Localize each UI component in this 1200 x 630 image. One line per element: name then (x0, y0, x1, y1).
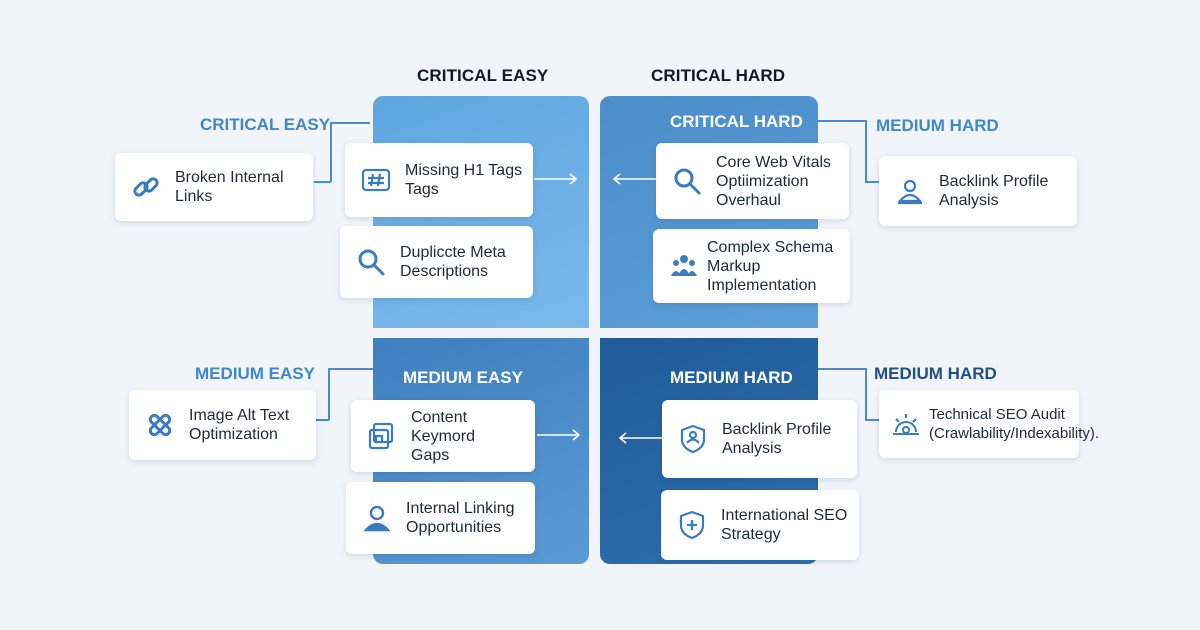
profile-icon (893, 174, 927, 208)
card-text: Backlink Profile Analysis (939, 173, 1049, 209)
card-text: Missing H1 Tags Tags (405, 162, 523, 198)
card-text: Internal Linking Opportunities (406, 500, 515, 536)
card-missing-h1-tags[interactable]: Missing H1 Tags Tags (345, 143, 533, 217)
connector-line (330, 122, 370, 124)
connector-line (316, 419, 329, 421)
user-icon (360, 501, 394, 535)
card-text: Complex Schema Markup Implementation (707, 238, 834, 294)
left-arrow-icon (618, 432, 662, 444)
people-icon (667, 249, 701, 283)
card-core-web-vitals[interactable]: Core Web Vitals Optiimization Overhaul (656, 143, 849, 219)
connector-line (330, 122, 332, 182)
cross-link-icon (143, 408, 177, 442)
card-broken-internal-links[interactable]: Broken Internal Links (115, 153, 313, 221)
connector-line (818, 368, 866, 370)
card-text: Broken Internal Links (175, 169, 284, 205)
connector-line (314, 181, 331, 183)
card-image-alt-text[interactable]: Image Alt Text Optimization (129, 390, 316, 460)
card-text: Content Keymord Gaps (411, 408, 476, 464)
card-text: Technical SEO Audit (Crawlability/Indexa… (929, 406, 1100, 442)
card-text: Core Web Vitals Optiimization Overhaul (716, 153, 832, 209)
card-international-seo[interactable]: International SEO Strategy (661, 490, 859, 560)
connector-line (865, 419, 880, 421)
card-technical-seo-audit[interactable]: Technical SEO Audit (Crawlability/Indexa… (879, 390, 1099, 458)
hashtag-icon (359, 163, 393, 197)
right-arrow-icon (537, 429, 581, 441)
side-title-critical-easy: CRITICAL EASY (200, 115, 331, 134)
card-text: Backlink Profile Analysis (722, 421, 832, 457)
shield-icon (676, 422, 710, 456)
side-title-medium-easy: MEDIUM EASY (195, 364, 315, 383)
keyword-icon (365, 419, 399, 453)
card-text: Dupliccte Meta Descriptions (400, 244, 506, 280)
connector-line (818, 120, 866, 122)
card-internal-linking[interactable]: Internal Linking Opportunities (346, 482, 535, 554)
quadrant-title: CRITICAL HARD (670, 112, 803, 131)
shield-plus-icon (675, 508, 709, 542)
card-duplicate-meta[interactable]: Dupliccte Meta Descriptions (340, 226, 533, 298)
quadrant-title: MEDIUM HARD (670, 368, 793, 387)
magnifier-icon (670, 164, 704, 198)
link-icon (129, 170, 163, 204)
side-title-medium-hard: MEDIUM HARD (876, 116, 999, 135)
card-content-keyword-gaps[interactable]: Content Keymord Gaps (351, 400, 535, 472)
connector-line (328, 368, 373, 370)
quadrant-title: MEDIUM EASY (403, 368, 523, 387)
card-text: International SEO Strategy (721, 507, 848, 543)
connector-line (865, 120, 867, 182)
right-arrow-icon (534, 173, 578, 185)
card-backlink-profile[interactable]: Backlink Profile Analysis (662, 400, 857, 478)
connector-line (865, 181, 880, 183)
connector-line (328, 368, 330, 420)
left-arrow-icon (612, 173, 656, 185)
side-title-medium-hard-bottom: MEDIUM HARD (874, 364, 997, 383)
card-complex-schema[interactable]: Complex Schema Markup Implementation (653, 229, 850, 303)
header-critical-hard: CRITICAL HARD (651, 66, 786, 85)
sun-gauge-icon (889, 407, 923, 441)
connector-line (865, 368, 867, 420)
magnifier-icon (354, 245, 388, 279)
header-critical-easy: CRITICAL EASY (417, 66, 549, 85)
card-backlink-profile-analysis[interactable]: Backlink Profile Analysis (879, 156, 1077, 226)
card-text: Image Alt Text Optimization (189, 407, 290, 443)
